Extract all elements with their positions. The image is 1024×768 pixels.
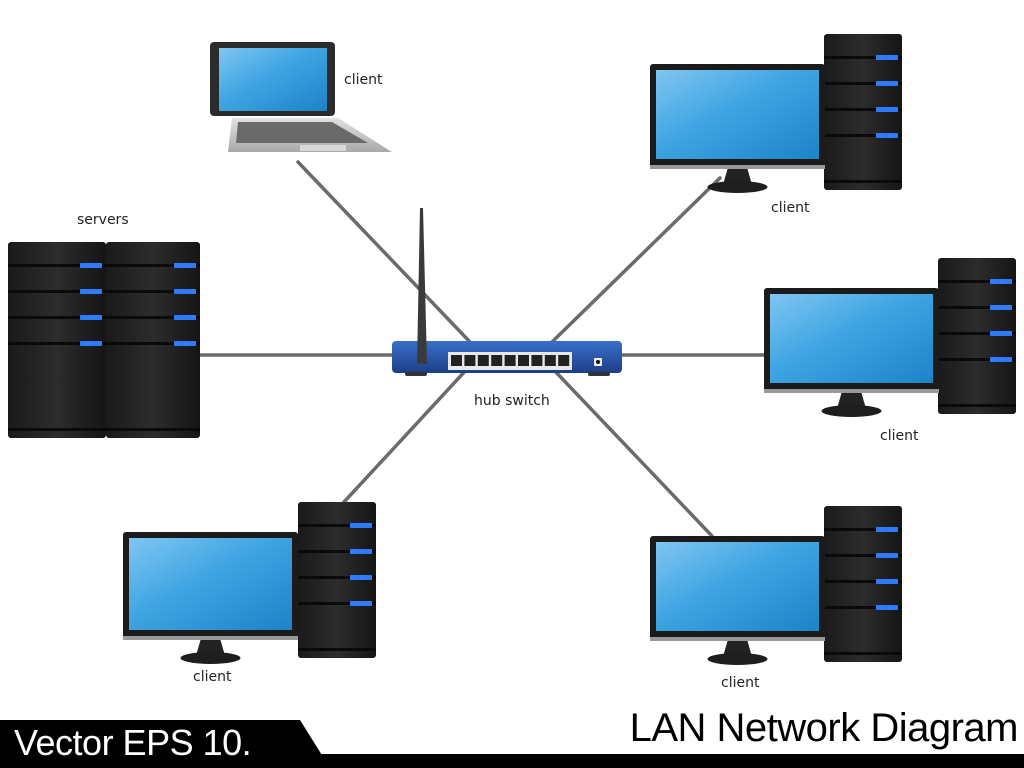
hub-port [544, 355, 556, 366]
hub-port [558, 355, 570, 366]
hub-port [477, 355, 489, 366]
hub-port [451, 355, 462, 366]
hub-port [491, 355, 503, 366]
led-indicator [350, 549, 372, 554]
client-bottom-right[interactable] [650, 506, 902, 665]
led-indicator [876, 81, 898, 86]
led-indicator [80, 315, 102, 320]
cable-client-bottom-right [550, 366, 714, 538]
cable-laptop [296, 160, 472, 344]
led-indicator [174, 341, 196, 346]
client-top-right[interactable] [650, 34, 902, 193]
led-indicator [350, 601, 372, 606]
label-client-bottom-left: client [193, 669, 232, 685]
hub-port [464, 355, 476, 366]
cable-client-top-right [550, 176, 722, 344]
hub-ports [448, 352, 572, 370]
client-bottom-left[interactable] [123, 502, 376, 664]
label-laptop: client [344, 72, 383, 88]
led-indicator [990, 357, 1012, 362]
led-indicator [990, 305, 1012, 310]
led-indicator [80, 289, 102, 294]
label-servers: servers [77, 212, 129, 228]
hub-port [518, 355, 529, 366]
led-indicator [876, 579, 898, 584]
led-indicator [174, 263, 196, 268]
hub-port [531, 355, 543, 366]
client-mid-right[interactable] [764, 258, 1016, 417]
servers[interactable] [8, 242, 200, 438]
label-client-mid-right: client [880, 428, 919, 444]
led-indicator [876, 605, 898, 610]
label-client-top-right: client [771, 200, 810, 216]
hub-switch[interactable] [392, 208, 622, 376]
led-indicator [80, 263, 102, 268]
led-indicator [876, 553, 898, 558]
label-client-bottom-right: client [721, 675, 760, 691]
led-indicator [876, 107, 898, 112]
diagram-title: LAN Network Diagram [629, 706, 1019, 750]
led-indicator [990, 279, 1012, 284]
led-indicator [174, 315, 196, 320]
led-indicator [350, 575, 372, 580]
led-indicator [876, 133, 898, 138]
cable-client-bottom-left [342, 366, 470, 504]
led-indicator [990, 331, 1012, 336]
led-indicator [350, 523, 372, 528]
footer-tag-shape [0, 720, 330, 768]
laptop[interactable] [210, 42, 392, 152]
led-indicator [174, 289, 196, 294]
label-hub-switch: hub switch [474, 393, 550, 409]
led-indicator [876, 527, 898, 532]
footer-tag: Vector EPS 10. [14, 722, 252, 763]
led-indicator [80, 341, 102, 346]
hub-port [504, 355, 516, 366]
antenna-icon [417, 208, 427, 364]
led-indicator [876, 55, 898, 60]
cables [196, 160, 772, 538]
